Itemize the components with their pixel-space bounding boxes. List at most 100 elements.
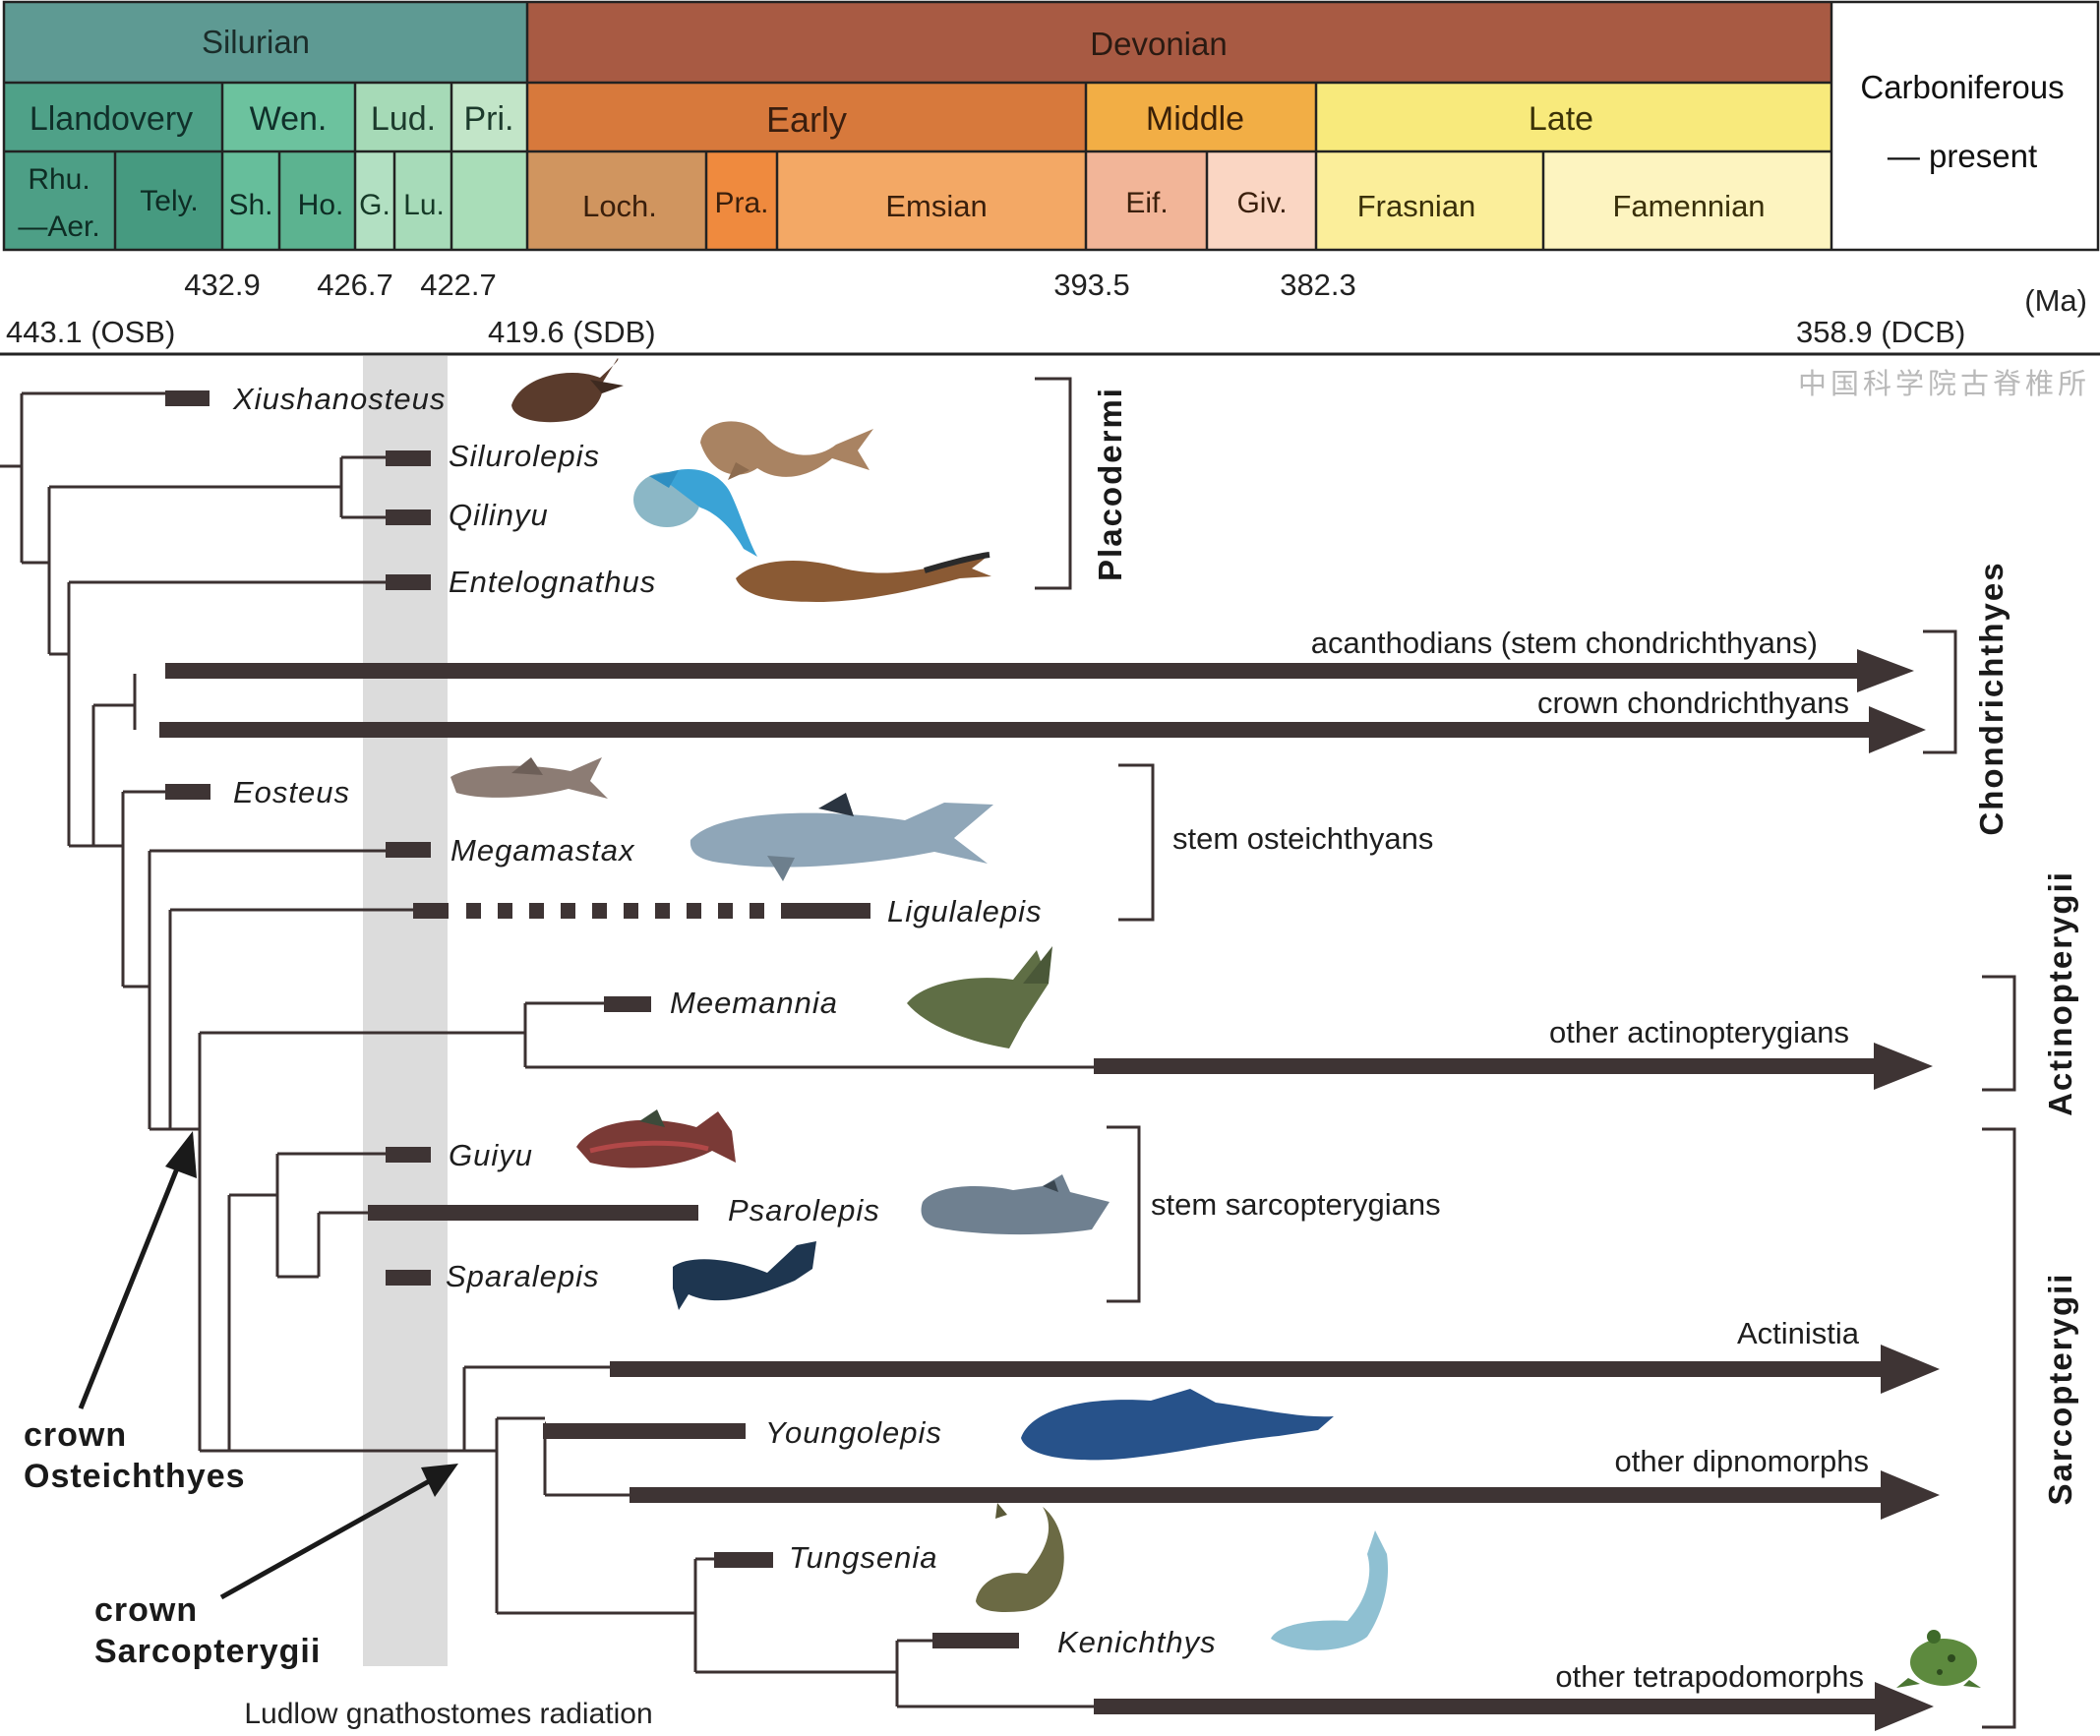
age-382-3: 382.3 <box>1280 268 1356 302</box>
arrow-actinistia <box>610 1345 1940 1394</box>
age-426-7: 426.7 <box>317 268 393 302</box>
stage-rhu-label: Rhu. <box>28 163 90 196</box>
crown-osteichthyes-pointer-head <box>165 1131 197 1178</box>
range-bar-megamastax <box>386 842 431 858</box>
epoch-llandovery-cell <box>4 83 222 151</box>
period-devonian-label: Devonian <box>1090 26 1227 62</box>
age-dcb: 358.9 (DCB) <box>1796 315 1965 349</box>
range-bar-qilinyu <box>386 509 431 525</box>
epoch-middle-devonian-cell <box>1086 83 1316 151</box>
bracket-placodermi <box>1035 377 1072 590</box>
stage-pridoli-cell <box>451 151 527 250</box>
stage-lu-cell <box>394 151 451 250</box>
stage-loch-label: Loch. <box>582 189 657 223</box>
youngolepis-illustration <box>1021 1389 1334 1461</box>
taxon-youngolepis: Youngolepis <box>765 1415 942 1450</box>
stage-sh-label: Sh. <box>228 189 272 221</box>
stage-tely-label: Tely. <box>140 185 198 217</box>
age-422-7: 422.7 <box>420 268 497 302</box>
epoch-late-devonian-cell <box>1316 83 1831 151</box>
taxon-tungsenia: Tungsenia <box>789 1540 937 1575</box>
crown-pointers <box>78 1131 458 1600</box>
stage-emsian-label: Emsian <box>885 189 987 223</box>
period-present-label: — present <box>1888 138 2037 174</box>
taxon-psarolepis: Psarolepis <box>728 1193 880 1227</box>
stage-loch-cell <box>527 151 706 250</box>
ligulalepis-gap-dash <box>529 903 544 919</box>
range-bar-sparalepis <box>386 1270 431 1286</box>
ligulalepis-gap-dash <box>687 903 701 919</box>
stage-famennian-label: Famennian <box>1612 189 1765 223</box>
taxon-illustrations <box>450 358 1981 1688</box>
group-stem-sarcopterygians-label: stem sarcopterygians <box>1151 1187 1441 1222</box>
arrow-other-actinopterygians <box>1094 1043 1933 1090</box>
taxon-ligulalepis: Ligulalepis <box>887 894 1043 928</box>
range-bar-guiyu <box>386 1147 431 1163</box>
range-bar-ligulalepis-end <box>792 903 870 919</box>
silurolepis-illustration <box>700 421 873 480</box>
ligulalepis-gap-dash <box>561 903 575 919</box>
megamastax-illustration <box>690 793 993 881</box>
arrow-crown-chondrichthyans <box>159 706 1926 753</box>
ligulalepis-gap-dash <box>781 903 796 919</box>
ligulalepis-gap-dash <box>592 903 607 919</box>
frog-illustration <box>1896 1630 1981 1688</box>
stage-eif-cell <box>1086 151 1207 250</box>
arrow-other-tetrapodomorphs <box>1094 1682 1934 1731</box>
kenichthys-illustration <box>1271 1530 1389 1650</box>
stage-rhu-aer-cell <box>4 151 115 250</box>
lineage-crown-chondrichthyans-label: crown chondrichthyans <box>1537 686 1849 720</box>
range-bar-meemannia <box>604 996 651 1012</box>
crown-sarcopterygii-pointer-shaft <box>219 1477 433 1600</box>
stage-ho-label: Ho. <box>298 189 344 221</box>
lineage-arrows <box>159 649 1940 1731</box>
epoch-middle-label: Middle <box>1146 100 1244 138</box>
age-432-9: 432.9 <box>184 268 261 302</box>
age-393-5: 393.5 <box>1053 268 1130 302</box>
ligulalepis-gap-dash <box>466 903 481 919</box>
range-bar-tungsenia <box>714 1552 773 1568</box>
bracket-sarcopterygii <box>1982 1127 2016 1729</box>
ligulalepis-gap-dash <box>655 903 670 919</box>
stage-eif-label: Eif. <box>1125 187 1168 219</box>
taxon-guiyu: Guiyu <box>449 1138 533 1172</box>
xiushanosteus-illustration <box>511 358 624 423</box>
lineage-acanthodians-label: acanthodians (stem chondrichthyans) <box>1311 626 1818 660</box>
ligulalepis-gap-dashes <box>466 903 796 919</box>
group-chondrichthyes-label: Chondrichthyes <box>1973 561 2010 835</box>
group-placodermi-label: Placodermi <box>1092 387 1128 581</box>
taxon-kenichthys: Kenichthys <box>1057 1625 1217 1659</box>
arrow-acanthodians <box>165 649 1914 692</box>
psarolepis-illustration <box>921 1174 1110 1235</box>
stage-frasnian-label: Frasnian <box>1357 189 1476 223</box>
range-bar-ligulalepis-start <box>413 903 449 919</box>
entelognathus-illustration <box>736 552 991 602</box>
meemannia-illustration <box>907 946 1052 1048</box>
group-actinopterygii-label: Actinopterygii <box>2042 870 2078 1116</box>
crown-sarcopterygii-pointer-head <box>421 1464 458 1497</box>
taxon-meemannia: Meemannia <box>670 986 838 1020</box>
ludlow-radiation-caption: Ludlow gnathostomes radiation <box>244 1698 652 1730</box>
bracket-chondrichthyes <box>1923 629 1957 754</box>
bracket-stem-osteichthyans <box>1118 763 1155 922</box>
lineage-actinistia-label: Actinistia <box>1737 1316 1860 1350</box>
stage-giv-cell <box>1207 151 1316 250</box>
timescale-grid <box>2 0 2100 252</box>
taxon-xiushanosteus: Xiushanosteus <box>232 382 446 416</box>
guiyu-illustration <box>576 1109 736 1168</box>
period-silurian-cell <box>4 2 527 83</box>
range-bar-psarolepis <box>368 1205 698 1221</box>
ligulalepis-gap-dash <box>498 903 512 919</box>
qilinyu-illustration <box>633 469 757 557</box>
taxon-qilinyu: Qilinyu <box>449 498 549 532</box>
epoch-late-label: Late <box>1529 100 1593 138</box>
epoch-early-label: Early <box>766 99 847 140</box>
sparalepis-illustration <box>673 1241 816 1310</box>
taxon-entelognathus: Entelognathus <box>449 565 656 599</box>
epoch-wenlock-label: Wen. <box>250 100 328 138</box>
stage-pra-cell <box>706 151 777 250</box>
bracket-stem-sarcopterygians <box>1107 1125 1141 1303</box>
period-carboniferous-cell <box>1830 1 2099 251</box>
stage-emsian-cell <box>777 151 1086 250</box>
range-bar-silurolepis <box>386 450 431 466</box>
